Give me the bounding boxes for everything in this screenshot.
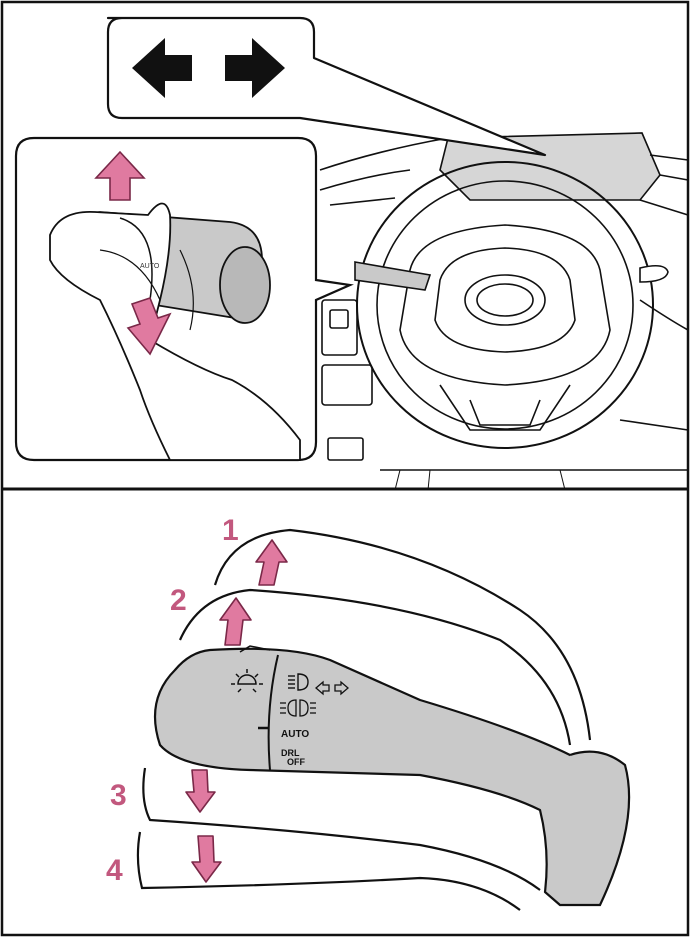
- light-switch-stalk-small: [355, 262, 430, 290]
- dashboard-illustration: [320, 133, 688, 490]
- position-4-outline: [138, 832, 520, 910]
- stalk-inset: AUTO: [16, 138, 350, 460]
- inset-auto-label: AUTO: [140, 263, 160, 270]
- auto-label: AUTO: [281, 729, 309, 740]
- position-2-number: 2: [170, 584, 187, 617]
- bottom-panel: AUTO DRL OFF 1 2 3 4: [106, 514, 629, 910]
- position-1-arrow: [256, 540, 287, 585]
- position-4-arrow: [192, 836, 221, 882]
- position-3-arrow: [186, 770, 215, 812]
- position-1-number: 1: [222, 514, 239, 547]
- steering-wheel-rim: [357, 162, 653, 448]
- top-panel: AUTO: [16, 18, 688, 490]
- light-switch-stalk: [155, 649, 605, 905]
- position-3-number: 3: [110, 779, 127, 812]
- steering-wheel-hub: [400, 225, 610, 385]
- off-label: OFF: [287, 757, 305, 767]
- position-4-number: 4: [106, 854, 123, 887]
- callout-bubble: [108, 18, 545, 155]
- position-2-arrow: [220, 598, 251, 645]
- turn-signal-callout: [108, 18, 545, 155]
